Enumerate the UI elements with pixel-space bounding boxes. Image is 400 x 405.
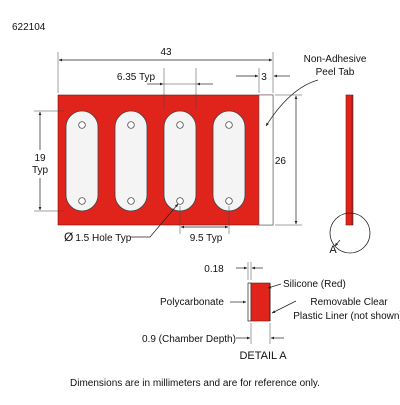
well-2 (114, 110, 148, 212)
hole (176, 197, 184, 205)
liner-label-line1: Removable Clear (310, 297, 388, 308)
dim-43-label: 43 (160, 47, 172, 58)
hole (176, 121, 184, 129)
dim-3-label: 3 (261, 72, 267, 83)
dim-slot-length: 19 Typ (32, 110, 64, 212)
detail-a-circle (329, 212, 371, 254)
dim-height: 26 (275, 94, 302, 226)
dim-tab-width: 3 (236, 68, 290, 93)
hole-label-text: 1.5 Hole Typ (75, 233, 131, 244)
dim-chamber-depth-label: 0.9 (Chamber Depth) (142, 334, 236, 345)
peel-tab-label-line2: Peel Tab (316, 67, 355, 78)
detail-a-title: DETAIL A (239, 350, 287, 362)
side-profile (345, 94, 354, 226)
footnote: Dimensions are in millimeters and are fo… (70, 378, 320, 389)
peel-tab (258, 94, 274, 226)
well-4 (212, 110, 246, 212)
silicone-layer (250, 282, 271, 322)
dim-overall-width: 43 (57, 47, 274, 93)
hole (127, 197, 135, 205)
hole (225, 121, 233, 129)
plan-view (57, 94, 274, 226)
liner-label-line2: Plastic Liner (not shown) (293, 311, 400, 322)
dim-spacing: 9.5 Typ (179, 206, 230, 244)
polycarbonate-layer (247, 282, 252, 322)
polycarbonate-label: Polycarbonate (160, 297, 224, 308)
dim-pitch-label: 6.35 Typ (117, 72, 156, 83)
detail-a: 0.18 Silicone (Red) Polycarbonate Remova… (142, 262, 400, 362)
dim-spacing-label: 9.5 Typ (190, 233, 223, 244)
part-number: 622104 (12, 22, 46, 33)
silicone-label: Silicone (Red) (283, 279, 346, 290)
dim-typ-label: Typ (32, 165, 49, 176)
dim-018-label: 0.18 (204, 264, 224, 275)
diameter-symbol: Ø (64, 230, 73, 244)
peel-tab-label-line1: Non-Adhesive (304, 54, 367, 65)
hole (78, 121, 86, 129)
peel-tab-callout: Non-Adhesive Peel Tab (265, 54, 367, 127)
dim-pitch: 6.35 Typ (117, 68, 213, 109)
side-view: A (329, 94, 371, 256)
hole (127, 121, 135, 129)
hole (78, 197, 86, 205)
detail-a-marker: A (329, 244, 337, 256)
hole (225, 197, 233, 205)
dim-26-label: 26 (275, 156, 287, 167)
well-1 (65, 110, 99, 212)
dim-19-label: 19 (34, 153, 46, 164)
well-3 (163, 110, 197, 212)
